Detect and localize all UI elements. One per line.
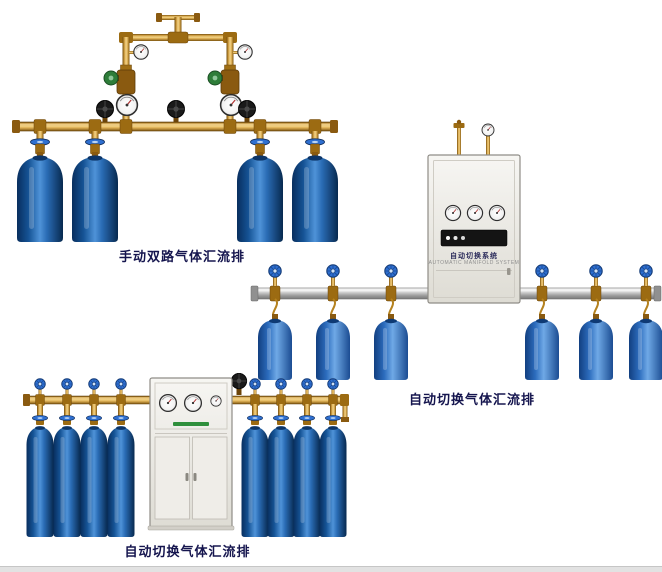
cylinder-valve-handwheel-icon xyxy=(86,415,102,421)
pressure-gauge-icon xyxy=(158,393,178,413)
cylinder-station xyxy=(319,378,347,537)
valve-handwheel-icon xyxy=(166,99,186,119)
cylinder-station xyxy=(316,264,350,380)
cabinet-label: 自动切换系统 xyxy=(450,253,498,260)
cylinder-station xyxy=(53,378,81,537)
cylinder-valve-handwheel-icon xyxy=(246,415,264,421)
cabinet-sublabel: AUTOMATIC MANIFOLD SYSTEM xyxy=(428,260,520,266)
auto-switch-manifold-figure: 自动切换系统 AUTOMATIC MANIFOLD SYSTEM xyxy=(250,118,662,388)
gas-cylinder xyxy=(316,318,350,380)
gas-cylinder xyxy=(267,426,295,537)
indicator-led xyxy=(453,236,458,240)
pressure-gauge-icon xyxy=(466,204,484,222)
valve-handwheel-icon xyxy=(88,378,100,390)
auto-manifold-drawing xyxy=(250,119,662,380)
indicator-led xyxy=(446,236,450,240)
gas-cylinder xyxy=(525,318,559,380)
cabinet-door xyxy=(192,436,228,520)
valve-handwheel-icon xyxy=(275,378,287,390)
tall-manifold-drawing xyxy=(23,373,349,537)
cylinder-station xyxy=(267,378,295,537)
cylinder-valve-handwheel-icon xyxy=(298,415,316,421)
gas-cylinder xyxy=(26,426,54,537)
pressure-gauge-icon xyxy=(481,123,495,137)
cylinder-station xyxy=(258,264,292,380)
cabinet-handle xyxy=(185,473,189,481)
cylinder-station xyxy=(525,264,559,380)
cylinder-station xyxy=(241,378,269,537)
figure-caption: 手动双路气体汇流排 xyxy=(118,249,245,264)
gas-cylinder xyxy=(374,318,408,380)
valve-handwheel-icon xyxy=(326,264,340,278)
gas-cylinder xyxy=(629,318,662,380)
cylinder-valve-handwheel-icon xyxy=(32,415,48,421)
cylinder-station xyxy=(107,378,135,537)
riser-pipe xyxy=(174,17,182,37)
valve-handwheel-icon xyxy=(589,264,603,278)
pressure-gauge-icon xyxy=(183,393,203,413)
cylinder-valve-handwheel-icon xyxy=(59,415,75,421)
valve-handwheel-icon xyxy=(237,99,257,119)
valve-handwheel-icon xyxy=(535,264,549,278)
pressure-gauge-icon xyxy=(444,204,462,222)
manual-dual-manifold-figure xyxy=(10,8,340,248)
gas-cylinder xyxy=(80,426,108,537)
gas-cylinder xyxy=(53,426,81,537)
gas-cylinder xyxy=(258,318,292,380)
cylinder-station xyxy=(629,264,662,380)
cylinder-station xyxy=(374,264,408,380)
cylinder-station xyxy=(293,378,321,537)
gas-cylinder xyxy=(72,155,118,242)
indicator-panel xyxy=(440,229,508,247)
control-cabinet xyxy=(427,154,521,304)
gas-cylinder xyxy=(319,426,347,537)
valve-handwheel-icon xyxy=(327,378,339,390)
valve-handwheel-icon xyxy=(115,378,127,390)
gas-cylinder xyxy=(293,426,321,537)
cabinet-handle xyxy=(507,268,511,275)
valve-handwheel-icon xyxy=(301,378,313,390)
cylinder-station xyxy=(26,378,54,537)
cylinder-valve-handwheel-icon xyxy=(272,415,290,421)
valve-handwheel-icon xyxy=(249,378,261,390)
page-footer-strip xyxy=(0,566,662,572)
cabinet-door xyxy=(154,436,190,520)
auto-switch-tall-figure xyxy=(15,373,360,545)
indicator-led xyxy=(461,236,465,240)
valve-handwheel-icon xyxy=(95,99,115,119)
gas-cylinder xyxy=(17,155,63,242)
figure-caption: 自动切换气体汇流排 xyxy=(408,392,535,407)
valve-handwheel-icon xyxy=(61,378,73,390)
cylinder-valve-handwheel-icon xyxy=(113,415,130,421)
cylinder-station xyxy=(80,378,108,537)
cylinder-station xyxy=(579,264,613,380)
cabinet-green-label xyxy=(173,422,209,426)
pressure-gauge-icon xyxy=(488,204,506,222)
valve-handwheel-icon xyxy=(34,378,46,390)
gas-cylinder xyxy=(241,426,269,537)
valve-handwheel-icon xyxy=(268,264,282,278)
cabinet-handle xyxy=(193,473,197,481)
gas-cylinder xyxy=(579,318,613,380)
valve-handwheel-icon xyxy=(230,373,248,390)
valve-handwheel-icon xyxy=(639,264,653,278)
figure-caption: 自动切换气体汇流排 xyxy=(124,544,251,559)
valve-handwheel-icon xyxy=(384,264,398,278)
cylinder-valve-handwheel-icon xyxy=(324,415,342,421)
gas-cylinder xyxy=(107,426,135,537)
pressure-gauge-icon xyxy=(210,395,222,407)
manual-manifold-drawing xyxy=(12,13,338,242)
